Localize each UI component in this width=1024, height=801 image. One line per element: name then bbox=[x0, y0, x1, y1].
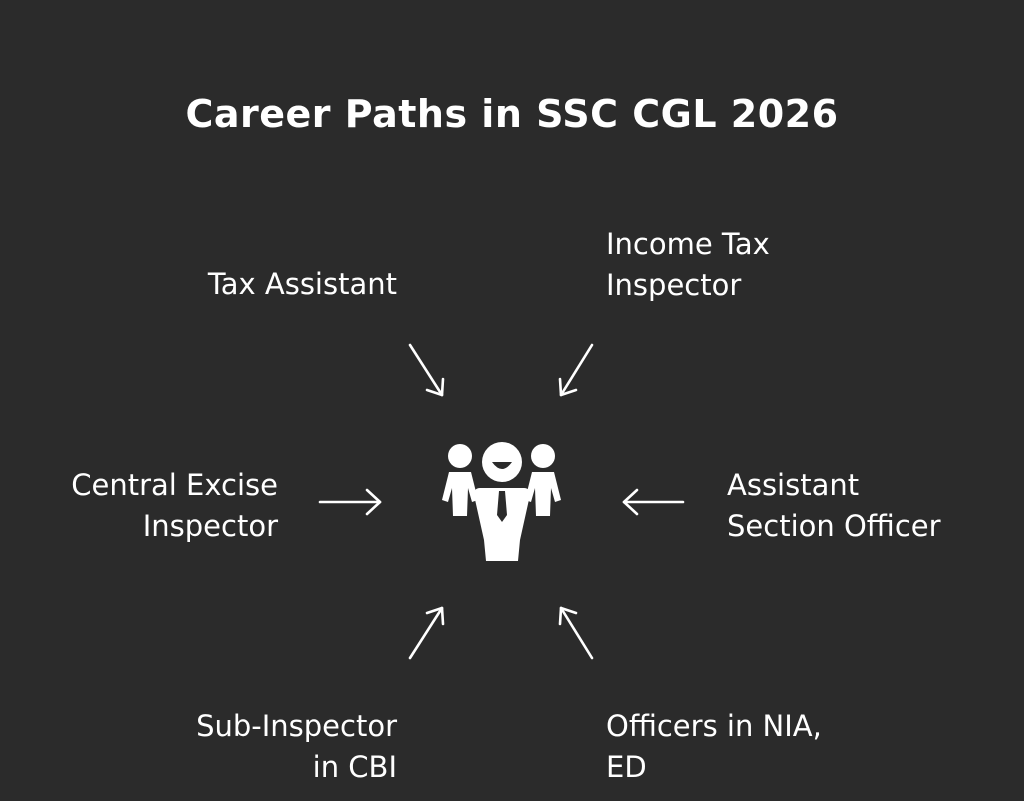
arrow-income-tax-inspector bbox=[558, 343, 594, 397]
path-label-income-tax-inspector: Income Tax Inspector bbox=[606, 227, 770, 302]
path-label-assistant-section-officer: Assistant Section Officer bbox=[727, 468, 941, 543]
diagram-title: Career Paths in SSC CGL 2026 bbox=[185, 92, 839, 136]
arrow-assistant-section-officer bbox=[622, 488, 685, 516]
arrow-sub-inspector-cbi bbox=[408, 606, 445, 660]
arrow-tax-assistant bbox=[408, 343, 445, 397]
path-label-tax-assistant: Tax Assistant bbox=[207, 267, 397, 301]
team-people-icon bbox=[442, 442, 561, 561]
path-label-officers-nia-ed: Officers in NIA, ED bbox=[606, 709, 822, 784]
path-label-central-excise-inspector: Central Excise Inspector bbox=[71, 468, 278, 543]
arrow-officers-nia-ed bbox=[558, 606, 594, 660]
path-label-sub-inspector-cbi: Sub-Inspector in CBI bbox=[196, 709, 397, 784]
arrow-central-excise-inspector bbox=[318, 488, 382, 516]
